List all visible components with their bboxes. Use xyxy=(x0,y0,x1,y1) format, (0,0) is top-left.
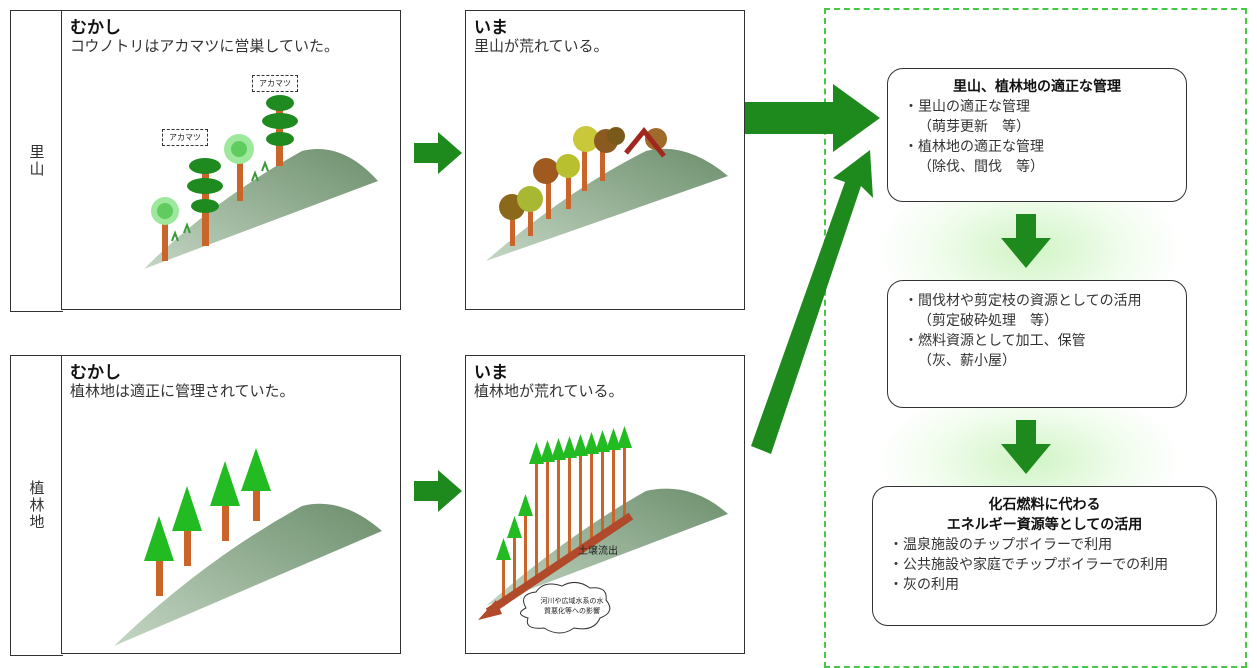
list-item-detail: （萌芽更新 等） xyxy=(918,119,1030,135)
panel-description: コウノトリはアカマツに営巣していた。 xyxy=(70,37,339,55)
pine-tree xyxy=(151,197,179,261)
cedar-crown xyxy=(595,430,610,452)
cedar-trunk xyxy=(557,452,560,566)
cedar-tree xyxy=(210,461,240,541)
panel-heading: いま xyxy=(474,18,508,38)
tag-akamatsu: アカマツ xyxy=(162,129,208,146)
hill xyxy=(144,149,378,269)
pine-tree xyxy=(187,158,223,246)
box-resource-use: ・間伐材や剪定枝の資源としての活用 （剪定破砕処理 等） ・燃料資源として加工、… xyxy=(887,280,1187,408)
soil-runoff-label: 土壌流出 xyxy=(578,546,618,557)
trunks xyxy=(510,146,605,246)
cedar-crown xyxy=(529,442,544,464)
cedar-trunk xyxy=(524,508,527,590)
list-item-detail: （灰、薪小屋） xyxy=(918,353,1016,369)
row-label-plantation: 植林地 xyxy=(10,355,63,656)
impact-cloud-text: 河川や広域水系の水 質悪化等への影響 xyxy=(540,597,604,615)
pine-tree xyxy=(262,95,298,166)
cedar-crown xyxy=(551,438,566,460)
arrow-right-icon xyxy=(745,84,880,152)
soil-runoff-arrowhead xyxy=(478,600,502,620)
panel-satoyama-past: むかし コウノトリはアカマツに営巣していた。 アカマツ アカマツ xyxy=(61,10,401,310)
arrow-right-icon xyxy=(414,470,462,512)
box-title: 化石燃料に代わる xyxy=(988,497,1101,513)
tag-akamatsu: アカマツ xyxy=(252,75,298,92)
satoyama-now-illustration xyxy=(486,126,728,261)
cedar-crown xyxy=(573,434,588,456)
box-title: エネルギー資源等としての活用 xyxy=(946,517,1143,533)
list-item: ・植林地の適正な管理 xyxy=(904,139,1044,155)
hill xyxy=(114,503,382,646)
cedar-tree xyxy=(241,448,271,521)
row-label-plantation-text: 植林地 xyxy=(27,480,46,531)
hill xyxy=(486,148,728,261)
list-item-detail: （剪定破砕処理 等） xyxy=(918,313,1058,329)
cedar-trunk xyxy=(601,444,604,534)
list-item: ・間伐材や剪定枝の資源としての活用 xyxy=(904,293,1142,309)
withered-trees xyxy=(499,126,667,220)
pine-tree xyxy=(224,134,254,201)
list-item: ・里山の適正な管理 xyxy=(904,99,1030,115)
box-energy-use: 化石燃料に代わる エネルギー資源等としての活用 ・温泉施設のチップボイラーで利用… xyxy=(872,486,1217,626)
box-management: 里山、植林地の適正な管理 ・里山の適正な管理 （萌芽更新 等） ・植林地の適正な… xyxy=(887,68,1187,202)
list-item-detail: （除伐、間伐 等） xyxy=(918,159,1044,175)
arrow-down-icon xyxy=(1001,420,1051,474)
panel-heading: いま xyxy=(474,363,508,383)
satoyama-past-illustration xyxy=(144,95,378,269)
arrow-down-icon xyxy=(1001,214,1051,268)
panel-heading: むかし xyxy=(70,363,121,383)
soil-runoff-arrow xyxy=(485,512,634,616)
plantation-now-illustration xyxy=(478,426,728,634)
row-label-satoyama-text: 里山 xyxy=(27,144,46,178)
cedar-trunk xyxy=(535,456,538,582)
dense-cedar-trees xyxy=(496,426,632,606)
converging-arrows xyxy=(745,84,880,454)
cedar-trunk xyxy=(623,440,626,518)
box-title: 里山、植林地の適正な管理 xyxy=(953,79,1121,95)
cedar-trunk xyxy=(579,448,582,550)
arrow-right-icon xyxy=(414,132,462,174)
arrow-up-right-icon xyxy=(751,150,873,454)
cedar-tree xyxy=(144,516,174,596)
cedar-crown xyxy=(496,538,511,560)
cedar-crown xyxy=(606,428,621,450)
panel-description: 里山が荒れている。 xyxy=(474,37,609,55)
list-item: ・灰の利用 xyxy=(889,577,959,593)
cedar-crown xyxy=(617,426,632,448)
panel-satoyama-now: いま 里山が荒れている。 xyxy=(465,10,745,310)
cedar-tree xyxy=(172,486,202,566)
panel-plantation-now: いま 植林地が荒れている。 土壌流出 河川や広域水系の水 質悪化等への影響 xyxy=(465,355,745,654)
panel-description: 植林地は適正に管理されていた。 xyxy=(70,382,295,400)
fallen-branch xyxy=(624,127,666,158)
panel-heading: むかし xyxy=(70,18,121,38)
cedar-trunk xyxy=(546,454,549,574)
cedar-crown xyxy=(518,494,533,516)
list-item: ・燃料資源として加工、保管 xyxy=(904,333,1086,349)
cedar-crown xyxy=(507,516,522,538)
cedar-crown xyxy=(562,436,577,458)
cedar-trunk xyxy=(502,552,505,606)
panel-plantation-past: むかし 植林地は適正に管理されていた。 xyxy=(61,355,401,654)
row-label-satoyama: 里山 xyxy=(10,10,63,312)
cedar-crown xyxy=(540,440,555,462)
panel-description: 植林地が荒れている。 xyxy=(474,382,624,400)
cedar-trunk xyxy=(513,530,516,598)
impact-cloud xyxy=(520,582,611,634)
plantation-past-illustration xyxy=(114,448,382,646)
list-item: ・公共施設や家庭でチップボイラーでの利用 xyxy=(889,557,1169,573)
list-item: ・温泉施設のチップボイラーで利用 xyxy=(889,537,1113,553)
cedar-trunk xyxy=(612,442,615,526)
cedar-trunk xyxy=(590,446,593,542)
cedar-trunk xyxy=(568,450,571,558)
cedar-crown xyxy=(584,432,599,454)
